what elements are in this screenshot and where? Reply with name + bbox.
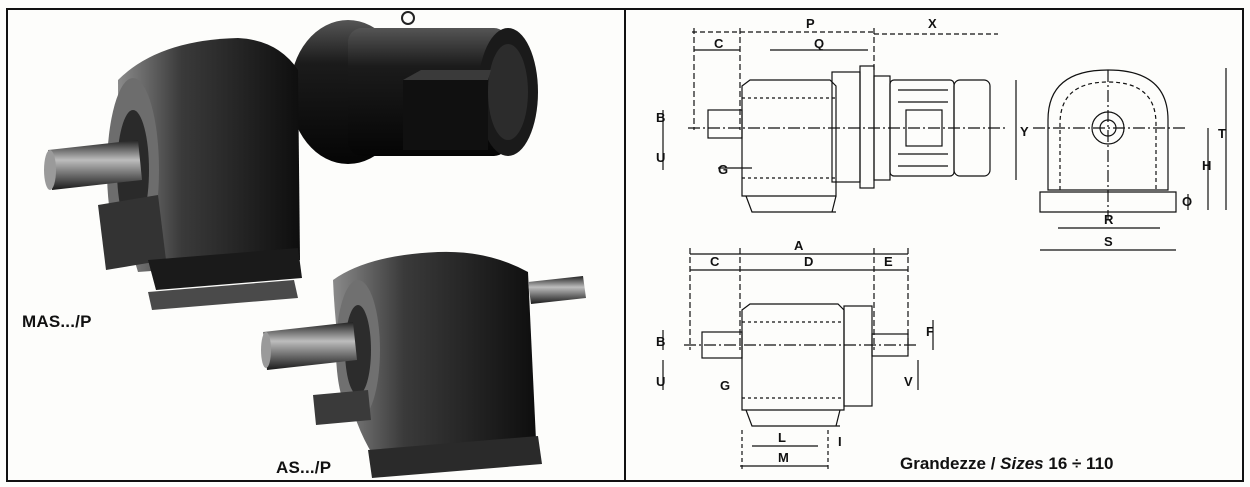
dim-s: S [1104,234,1113,249]
caption-english: Sizes [1000,454,1044,473]
dim-x: X [928,16,937,31]
dim-g-top: G [718,162,728,177]
dim-c-bottom: C [710,254,720,269]
dim-b-top: B [656,110,665,125]
dim-i: I [838,434,842,449]
gearbox-side-view [662,248,934,470]
drawing-panel: P X C Q B U G Y H [628,10,1242,480]
dim-u-top: U [656,150,665,165]
dim-c-top: C [714,36,724,51]
caption-italian: Grandezze [900,454,986,473]
photo-panel: MAS.../P AS.../P [8,10,622,480]
dim-m: M [778,450,789,465]
label-as-p: AS.../P [276,458,332,477]
dim-f: F [926,324,934,339]
dim-u-bottom: U [656,374,665,389]
dim-r: R [1104,212,1114,227]
dim-v: V [904,374,913,389]
sizes-caption: Grandezze / Sizes 16 ÷ 110 [900,454,1113,474]
dim-g-bottom: G [720,378,730,393]
dim-y: Y [1020,124,1029,139]
gearmotor-end-view [1033,68,1227,251]
dim-a: A [794,238,804,253]
label-mas-p: MAS.../P [22,312,92,331]
panel-divider [624,8,626,482]
gearbox-photo-small [261,251,586,478]
dim-e: E [884,254,893,269]
dimension-drawings: P X C Q B U G Y H [656,16,1227,470]
dim-q: Q [814,36,824,51]
dim-t: T [1218,126,1226,141]
caption-range: 16 ÷ 110 [1043,454,1114,473]
gearmotor-side-view [662,28,1017,213]
gearbox-photos [44,11,586,478]
dim-p: P [806,16,815,31]
dim-h: H [1202,158,1211,173]
dim-l: L [778,430,786,445]
dim-d: D [804,254,813,269]
dim-o: O [1182,194,1192,209]
dim-b-bottom: B [656,334,665,349]
gearmotor-photo-large [44,11,538,310]
caption-separator: / [985,454,1001,473]
